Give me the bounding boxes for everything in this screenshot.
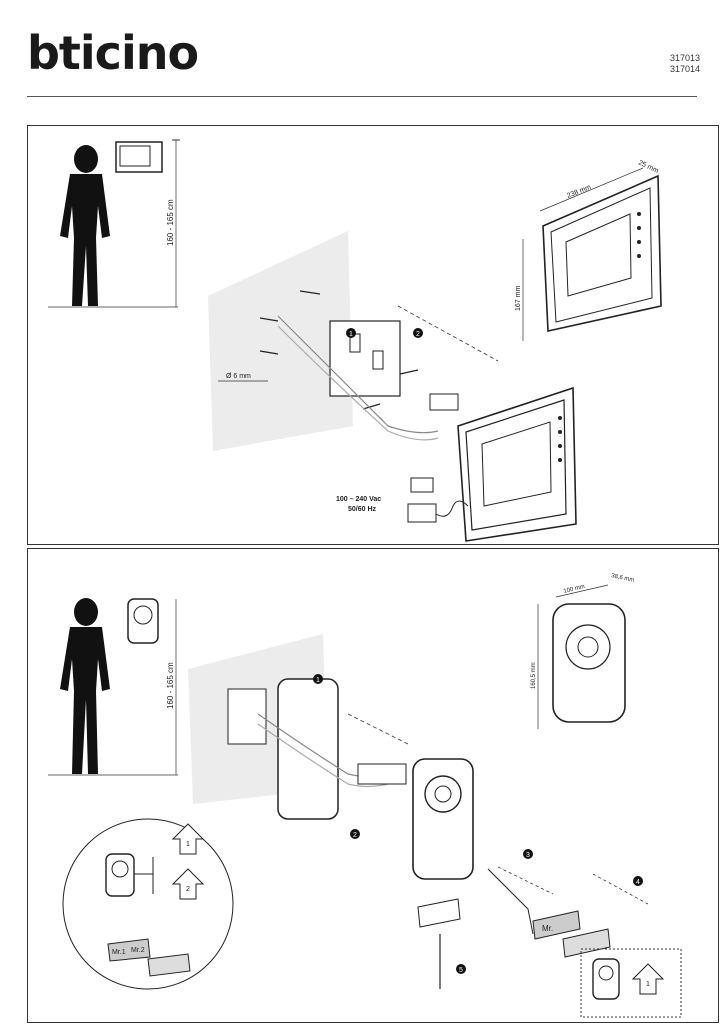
monitor-front-view	[457, 386, 577, 542]
name-label-text: Mr.	[542, 924, 553, 933]
arrow-label: 2	[186, 886, 190, 893]
depth-dim-label: 38,6 mm	[611, 573, 635, 584]
product-codes: 317013 317014	[670, 53, 700, 75]
product-code: 317013	[669, 53, 700, 63]
name-label-text: Mr.1	[112, 949, 126, 956]
height-dim-label: 160,5 mm	[531, 662, 537, 689]
step-marker: 1	[316, 677, 320, 684]
header-divider	[27, 96, 697, 97]
name-label-text: Mr.2	[131, 947, 145, 954]
single-button-detail	[580, 948, 682, 1018]
width-dim-label: 100 mm	[563, 584, 585, 595]
power-voltage-label: 100 – 240 Vac	[336, 496, 381, 503]
step-marker: 5	[459, 967, 463, 974]
arrow-label: 1	[646, 981, 650, 988]
step-marker: 1	[349, 331, 353, 338]
entrance-panel-installation: 160 - 165 cm 1 2 3 4 5 Mr. 1	[27, 548, 719, 1023]
name-cover	[417, 898, 461, 928]
mounting-bracket	[329, 320, 401, 397]
step-marker: 2	[416, 331, 420, 338]
arrow-label: 1	[186, 841, 190, 848]
brand-logo: bticino	[27, 26, 199, 80]
height-range-label: 160 - 165 cm	[166, 662, 175, 709]
name-label	[532, 910, 581, 940]
entrance-dimension-view	[552, 603, 626, 723]
step-marker: 3	[526, 852, 530, 859]
drill-dim-label: Ø 6 mm	[226, 373, 251, 380]
height-dim-label: 167 mm	[515, 286, 522, 311]
monitor-installation-panel: 160 - 165 cm Ø 6 mm 1 2	[27, 125, 719, 545]
connector-block	[429, 393, 459, 411]
detail-circle	[62, 818, 234, 990]
monitor-dimension-view	[542, 174, 662, 332]
product-code: 317014	[669, 64, 700, 74]
step-marker: 2	[353, 832, 357, 839]
monitor-installation-diagram: 160 - 165 cm Ø 6 mm 1 2	[48, 139, 662, 542]
width-dim-label: 238 mm	[566, 184, 592, 200]
height-range-label: 160 - 165 cm	[166, 199, 175, 246]
back-box	[277, 678, 339, 820]
step-marker: 4	[636, 879, 640, 886]
power-adapter	[407, 503, 437, 523]
flush-box	[227, 688, 267, 745]
power-supply-icon	[410, 477, 434, 493]
terminal-block	[357, 763, 407, 785]
power-freq-label: 50/60 Hz	[348, 506, 377, 513]
person-silhouette	[60, 598, 110, 774]
person-silhouette	[60, 145, 110, 306]
depth-dim-label: 25 mm	[637, 159, 660, 174]
entrance-panel-diagram: 160 - 165 cm 1 2 3 4 5 Mr. 1	[48, 573, 682, 1018]
